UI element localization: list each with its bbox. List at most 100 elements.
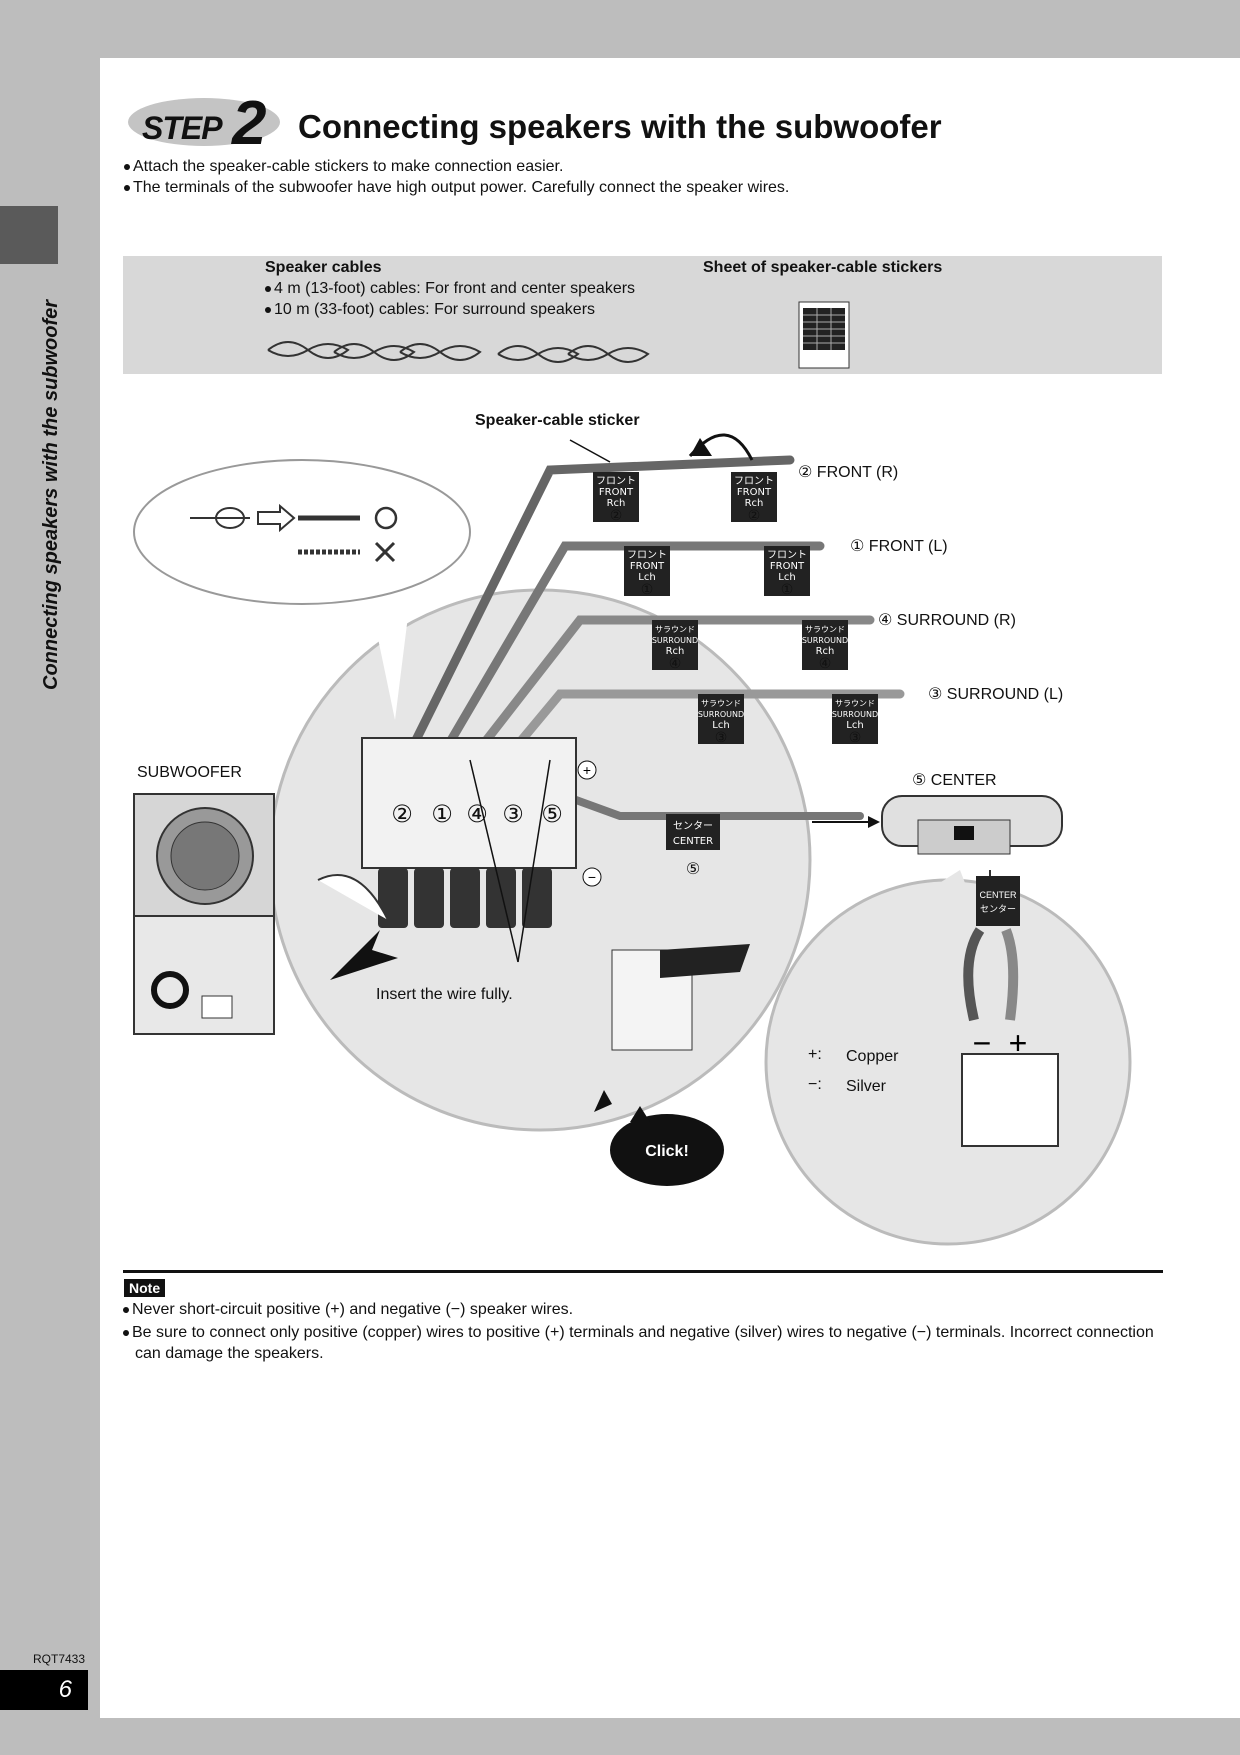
center-sticker-tag: CENTER センター <box>976 876 1020 926</box>
note-line-2: Be sure to connect only positive (copper… <box>123 1322 1155 1364</box>
wire-twist-bubble <box>133 459 471 605</box>
svg-text:+: + <box>583 762 591 778</box>
tag-front-l-a: フロント FRONT Lch ① <box>624 546 670 598</box>
tag-ch: Lch <box>778 572 795 583</box>
intro-text-1: Attach the speaker-cable stickers to mak… <box>133 158 564 175</box>
plus-terminal-icon <box>577 760 597 780</box>
channel-front-l-label: ① FRONT (L) <box>850 538 948 555</box>
tag-num: ④ <box>819 656 832 672</box>
bullet-dot <box>124 163 130 170</box>
tag-num: ③ <box>715 730 728 746</box>
bullet-dot <box>124 184 130 191</box>
tag-en: CENTER <box>979 890 1017 900</box>
tag-num: ① <box>641 582 654 598</box>
cable-line-surround: 10 m (33-foot) cables: For surround spea… <box>265 301 595 319</box>
svg-text:−: − <box>588 869 596 885</box>
tag-ch: Lch <box>638 572 655 583</box>
intro-text-2: The terminals of the subwoofer have high… <box>133 179 790 196</box>
tag-jp: フロント <box>596 476 636 487</box>
section-tab-marker <box>0 206 58 264</box>
tag-en: CENTER <box>673 836 713 847</box>
terminal-number: ② <box>391 800 413 828</box>
tag-surround-l-b: サラウンド SURROUND Lch ③ <box>832 694 878 746</box>
note-badge: Note <box>124 1279 166 1297</box>
svg-text:−: − <box>973 1025 992 1061</box>
terminal-number: ① <box>431 800 453 828</box>
tag-jp: フロント <box>767 550 807 561</box>
channel-center-label: ⑤ CENTER <box>912 772 997 789</box>
page-title: Connecting speakers with the subwoofer <box>298 108 942 145</box>
note-divider <box>123 1270 1163 1273</box>
tag-surround-r-a: サラウンド SURROUND Rch ④ <box>652 620 698 672</box>
tag-num: ② <box>748 508 761 524</box>
intro-bullet-1: Attach the speaker-cable stickers to mak… <box>124 158 563 176</box>
tag-center-a: センター CENTER ⑤ <box>666 814 720 878</box>
insert-wire-instruction: Insert the wire fully. <box>376 986 513 1003</box>
tag-en: FRONT <box>630 561 665 572</box>
wire-twist-illustration <box>190 503 398 563</box>
tag-front-l-b: フロント FRONT Lch ① <box>764 546 810 598</box>
tag-front-r-a: フロント FRONT Rch ② <box>593 472 639 524</box>
terminal-number: ③ <box>502 800 524 828</box>
plus-symbol: +: <box>808 1046 822 1063</box>
terminal-block: ② ① ④ ③ ⑤ + − <box>317 737 602 980</box>
tag-num: ⑤ <box>686 859 700 878</box>
step-word: STEP <box>142 110 223 146</box>
tag-jp: サラウンド <box>701 699 741 708</box>
bullet-dot <box>123 1306 129 1313</box>
tag-jp: フロント <box>734 476 774 487</box>
tag-num: ④ <box>669 656 682 672</box>
cable-line-surround-text: 10 m (33-foot) cables: For surround spea… <box>274 301 596 318</box>
step-badge-oval <box>128 98 280 146</box>
silver-label: Silver <box>846 1078 887 1095</box>
tag-ch: Rch <box>816 646 835 657</box>
bullet-dot <box>265 306 271 313</box>
incorrect-mark-icon <box>374 541 396 563</box>
tag-jp: フロント <box>627 550 667 561</box>
tag-ch: Lch <box>846 720 863 731</box>
svg-text:+: + <box>1009 1025 1028 1061</box>
channel-front-r-label: ② FRONT (R) <box>798 464 899 481</box>
tag-en: SURROUND <box>832 710 878 719</box>
tag-ch: Lch <box>712 720 729 731</box>
tag-ch: Rch <box>607 498 626 509</box>
minus-symbol: −: <box>808 1076 822 1093</box>
cable-line-front: 4 m (13-foot) cables: For front and cent… <box>265 280 635 298</box>
document-code: RQT7433 <box>33 1652 86 1666</box>
sticker-callout-label: Speaker-cable sticker <box>475 412 640 429</box>
copper-label: Copper <box>846 1048 899 1065</box>
click-detail-illustration: Click! <box>594 944 750 1186</box>
step-number: 2 <box>232 89 267 158</box>
tag-ch: Rch <box>745 498 764 509</box>
note-line-1: Never short-circuit positive (+) and neg… <box>123 1301 1143 1319</box>
tag-jp: サラウンド <box>805 625 845 634</box>
tag-en: SURROUND <box>652 636 698 645</box>
sticker-sheet-title: Sheet of speaker-cable stickers <box>703 259 943 276</box>
tag-jp: サラウンド <box>655 625 695 634</box>
speaker-cables-title: Speaker cables <box>265 259 382 276</box>
correct-mark-icon <box>374 506 398 530</box>
tag-surround-l-a: サラウンド SURROUND Lch ③ <box>698 694 744 746</box>
tag-front-r-b: フロント FRONT Rch ② <box>731 472 777 524</box>
tag-surround-r-b: サラウンド SURROUND Rch ④ <box>802 620 848 672</box>
tag-en: SURROUND <box>698 710 744 719</box>
tag-num: ① <box>781 582 794 598</box>
subwoofer-label: SUBWOOFER <box>137 764 242 781</box>
terminal-number: ④ <box>466 800 488 828</box>
bullet-dot <box>265 285 271 292</box>
sticker-sheet-illustration <box>798 301 850 369</box>
bullet-dot <box>123 1329 129 1336</box>
tag-jp: センター <box>980 904 1016 914</box>
speaker-wires <box>410 455 905 823</box>
note-text-1: Never short-circuit positive (+) and neg… <box>132 1301 574 1318</box>
tag-num: ② <box>610 508 623 524</box>
sticker-tags: フロント FRONT Rch ② フロント FRONT Rch ② フロント F… <box>593 472 878 878</box>
tag-en: FRONT <box>737 487 772 498</box>
intro-bullet-2: The terminals of the subwoofer have high… <box>124 179 789 197</box>
cable-line-front-text: 4 m (13-foot) cables: For front and cent… <box>274 280 636 297</box>
note-text-2: Be sure to connect only positive (copper… <box>132 1324 1154 1362</box>
subwoofer-illustration <box>133 793 275 1035</box>
minus-terminal-icon <box>582 867 602 887</box>
cable-coils-illustration <box>267 341 650 363</box>
